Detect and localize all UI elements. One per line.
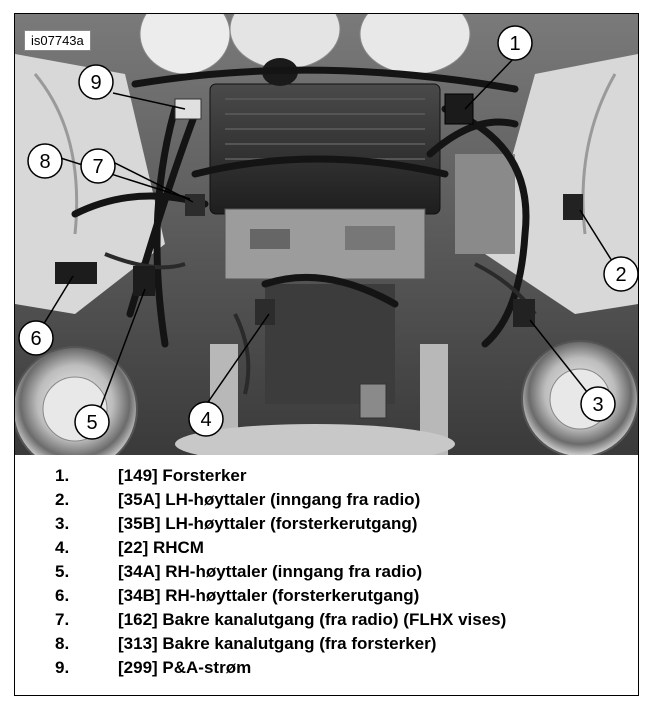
callout-circle-7	[80, 148, 116, 184]
legend-number: 2.	[55, 490, 70, 509]
callout-1: 1	[509, 33, 520, 55]
photo-illustration	[15, 14, 638, 455]
wiring-harness	[71, 66, 530, 348]
legend-text: [34B] RH-høyttaler (forsterkerutgang)	[118, 586, 420, 605]
callout-8: 8	[39, 151, 50, 173]
legend-number: 1.	[55, 466, 70, 485]
connector-299	[174, 98, 202, 120]
callout-2: 2	[615, 264, 626, 286]
legend-text: [299] P&A-strøm	[118, 658, 252, 677]
legend-number: 5.	[55, 562, 70, 581]
callout-circle-6	[18, 320, 54, 356]
callout-9: 9	[90, 72, 101, 94]
connector-35a	[563, 194, 583, 220]
callout-7: 7	[92, 156, 103, 178]
connector-35b	[513, 299, 535, 327]
connector-149	[444, 93, 474, 125]
right-frame	[455, 154, 515, 254]
legend-text: [34A] RH-høyttaler (inngang fra radio)	[118, 562, 423, 581]
legend-text: [22] RHCM	[118, 538, 204, 557]
callout-circle-3	[580, 386, 616, 422]
left-fairing	[15, 54, 165, 314]
callout-circle-8	[27, 143, 63, 179]
legend-number: 3.	[55, 514, 70, 533]
figure-id-label: is07743a	[24, 30, 91, 51]
callout-6: 6	[30, 328, 41, 350]
callout-3: 3	[592, 394, 603, 416]
connector-22	[255, 299, 275, 325]
legend-text: [313] Bakre kanalutgang (fra forsterker)	[118, 634, 437, 653]
legend-number: 8.	[55, 634, 70, 653]
connector-162	[185, 194, 205, 216]
legend-number: 9.	[55, 658, 70, 677]
callout-circle-2	[603, 256, 638, 292]
callout-layer: 1 2 3 4 5 6 7 8 9	[18, 25, 638, 440]
connector-34b	[55, 262, 97, 284]
legend-text: [162] Bakre kanalutgang (fra radio) (FLH…	[118, 610, 507, 629]
chrome-base	[175, 424, 455, 455]
callout-4: 4	[200, 409, 211, 431]
legend-text: [35B] LH-høyttaler (forsterkerutgang)	[118, 514, 418, 533]
callout-circle-9	[78, 64, 114, 100]
legend-text: [35A] LH-høyttaler (inngang fra radio)	[118, 490, 421, 509]
legend-text: [149] Forsterker	[118, 466, 247, 485]
engine-photo: 1 2 3 4 5 6 7 8 9	[15, 14, 638, 455]
connector-bottom	[359, 383, 387, 419]
legend-number: 6.	[55, 586, 70, 605]
callout-circle-5	[74, 404, 110, 440]
legend-number: 7.	[55, 610, 70, 629]
callout-5: 5	[86, 412, 97, 434]
callout-circle-1	[497, 25, 533, 61]
callout-circle-4	[188, 401, 224, 437]
connector-34a	[133, 266, 155, 296]
legend-number: 4.	[55, 538, 70, 557]
